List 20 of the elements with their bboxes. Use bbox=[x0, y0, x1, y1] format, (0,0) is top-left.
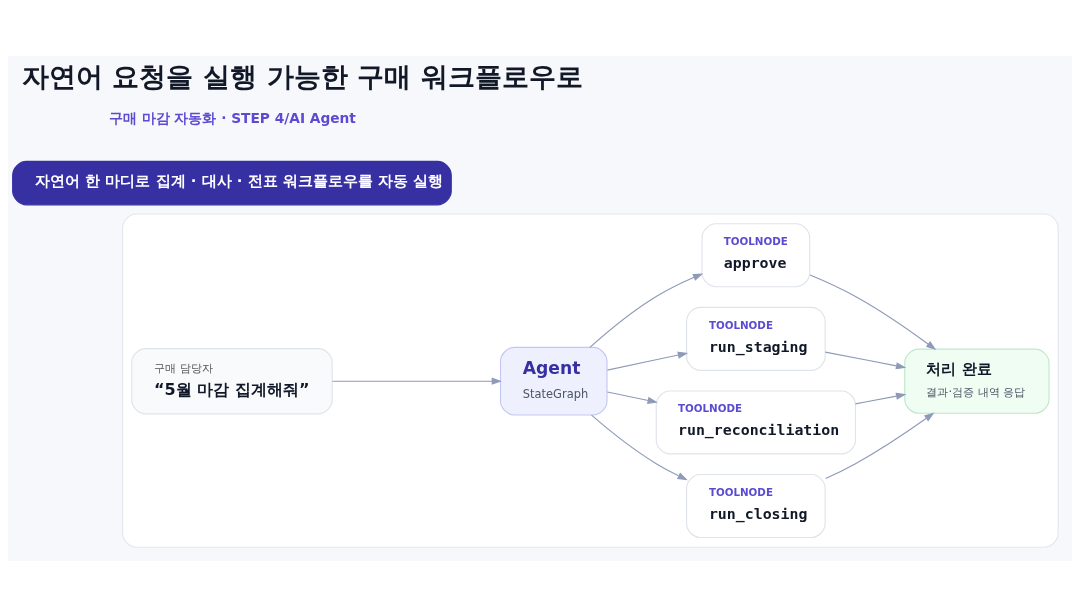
arrow bbox=[606, 351, 689, 371]
diagram-title: 자연어 요청을 실행 가능한 구매 워크플로우로 bbox=[21, 59, 583, 92]
node-box: TOOLNODE approve bbox=[701, 222, 811, 287]
node-box: TOOLNODE run_closing bbox=[686, 473, 826, 538]
arrow bbox=[590, 414, 688, 480]
node-box: Agent StateGraph bbox=[499, 346, 608, 416]
arrow bbox=[854, 392, 907, 404]
cluster bbox=[122, 212, 1059, 548]
arrow bbox=[809, 273, 937, 350]
node-box: TOOLNODE run_reconciliation bbox=[655, 389, 857, 454]
arrow bbox=[825, 411, 935, 479]
node-box: 구매 담당자 “5월 마감 집계해줘” bbox=[131, 347, 333, 414]
arrow bbox=[331, 377, 502, 385]
arrow bbox=[589, 272, 704, 348]
label: 구매 마감 자동화 · STEP 4/AI Agent bbox=[108, 109, 356, 126]
arrow bbox=[824, 351, 907, 369]
arrow bbox=[606, 390, 658, 404]
node-box: 처리 완료 결과·검증 내역 응답 bbox=[904, 348, 1050, 414]
node-box: 자연어 한 마디로 집계 · 대사 · 전표 워크플로우를 자동 실행 bbox=[12, 160, 452, 205]
node-box: TOOLNODE run_staging bbox=[686, 306, 826, 371]
